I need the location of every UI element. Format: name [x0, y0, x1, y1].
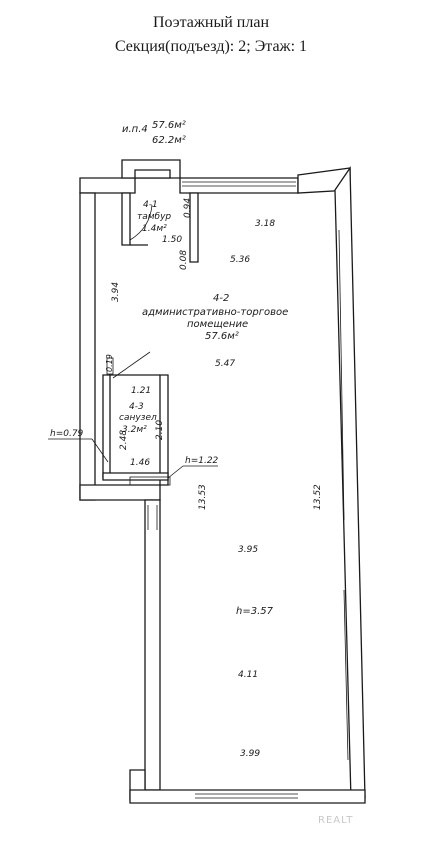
dim-bottom-width: 3.99	[240, 749, 260, 759]
height-left: h=0.79	[50, 429, 84, 439]
unit-area-total: 62.2м²	[152, 135, 186, 146]
dim-left-height: 3.94	[111, 282, 121, 302]
vestibule-name: тамбур	[137, 212, 171, 222]
height-main: h=3.57	[236, 606, 274, 617]
height-bathroom: h=1.22	[185, 456, 219, 466]
dim-lower-width-1: 3.95	[238, 545, 258, 555]
dim-outer-length: 13.52	[313, 484, 323, 510]
dim-lower-width-2: 4.11	[238, 670, 258, 680]
dim-bath-door: 2.10	[155, 420, 165, 440]
main-room-id: 4-2	[213, 293, 229, 304]
plan-subtitle: Секция(подъезд): 2; Этаж: 1	[114, 38, 308, 55]
vestibule-id: 4-1	[143, 200, 158, 210]
dim-bath-width-top: 1.21	[131, 386, 151, 396]
vestibule-area: 1.4м²	[142, 224, 167, 234]
windows	[147, 181, 349, 799]
bathroom-area: 3.2м²	[122, 425, 147, 435]
watermark-logo: REALT	[318, 815, 354, 826]
unit-area-main: 57.6м²	[152, 120, 186, 131]
dim-top-width: 3.18	[255, 219, 275, 229]
interior-partitions	[102, 192, 199, 486]
main-room-area: 57.6м²	[205, 331, 239, 342]
dim-vestibule-depth: 1.50	[162, 235, 182, 245]
dim-bath-width-bottom: 1.46	[130, 458, 150, 468]
plan-title: Поэтажный план	[152, 14, 270, 31]
dim-inner-length: 13.53	[198, 484, 208, 510]
dim-partition: 0.08	[179, 250, 189, 270]
bathroom-name: санузел	[119, 413, 157, 423]
bathroom-id: 4-3	[129, 402, 144, 412]
unit-label: и.п.4	[122, 124, 148, 135]
main-room-name-line1: административно-торговое	[142, 307, 288, 318]
dim-niche: 0.19	[105, 354, 114, 372]
dim-bath-height: 2.48	[119, 430, 129, 450]
main-room-name-line2: помещение	[187, 319, 248, 330]
outer-walls	[79, 159, 366, 804]
dim-mid-width: 5.47	[215, 359, 235, 369]
dim-vestibule-width: 0.94	[183, 198, 193, 218]
dim-upper-width: 5.36	[230, 255, 250, 265]
